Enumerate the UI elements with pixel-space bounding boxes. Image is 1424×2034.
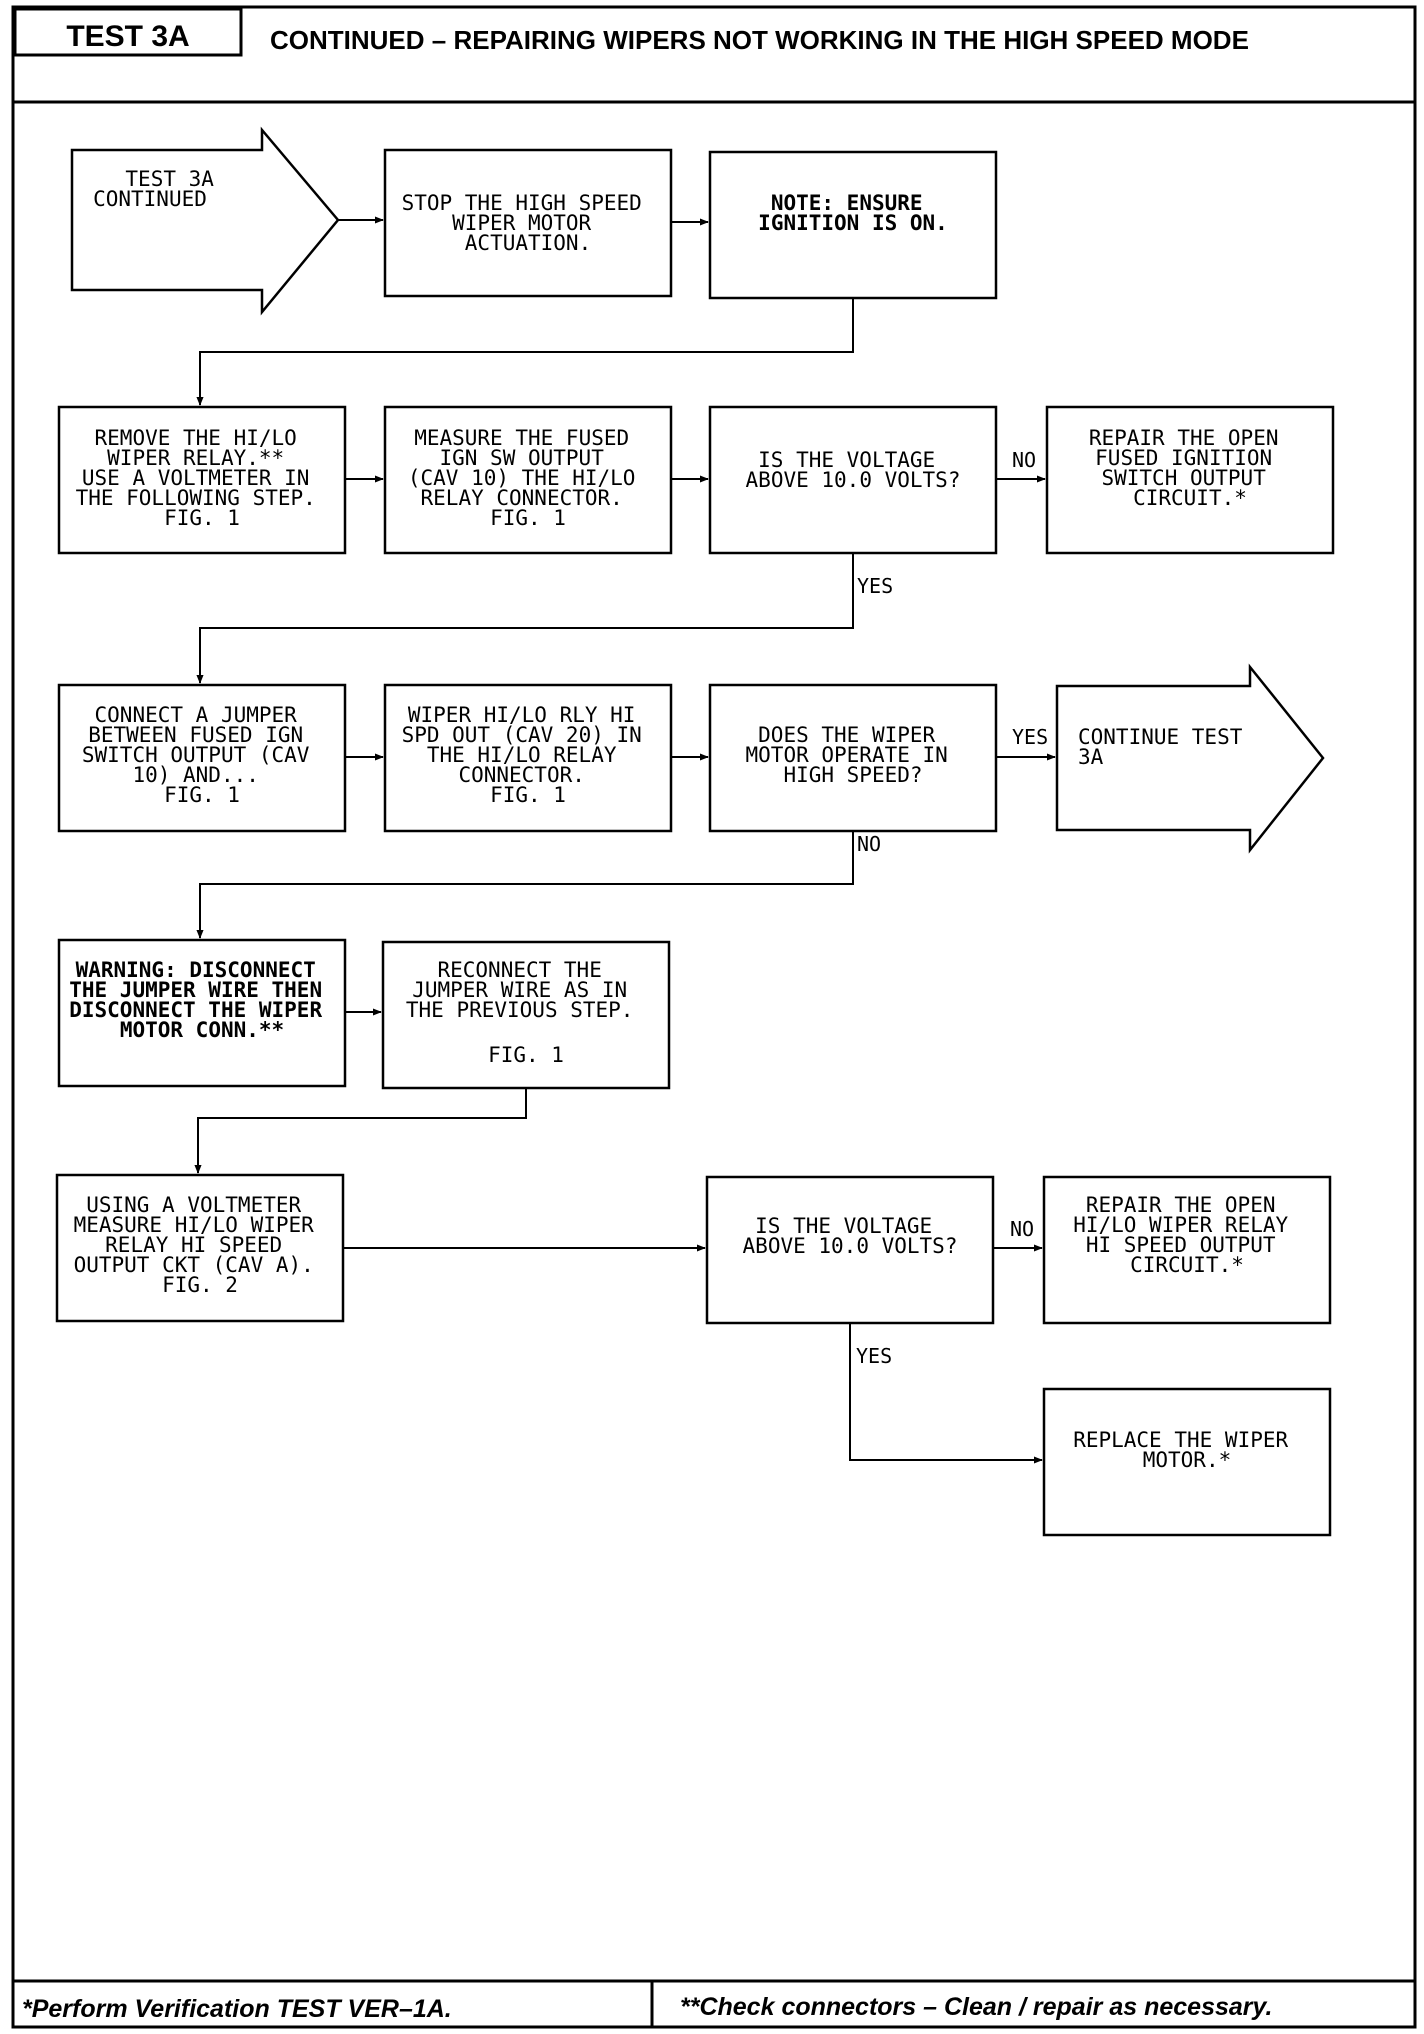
node-note-ignition: NOTE: ENSURE IGNITION IS ON.	[708, 150, 998, 300]
footer: *Perform Verification TEST VER–1A. **Che…	[13, 1979, 1415, 2027]
test-label: TEST 3A	[66, 20, 189, 53]
svg-text:IS THE VOLTAGE ABOVE 10.: IS THE VOLTAGE ABOVE 10.0 VOLTS?	[746, 448, 961, 492]
node-connect-jumper: CONNECT A JUMPER BETWEEN FUSED IGN SWITC…	[57, 683, 347, 833]
node-question-voltage-2: IS THE VOLTAGE ABOVE 10.0 VOLTS?	[705, 1175, 995, 1325]
svg-text:REPAIR THE OPEN HI/LO WI: REPAIR THE OPEN HI/LO WIPER RELAY HI SPE…	[1073, 1193, 1301, 1277]
label-yes-1: YES	[857, 574, 893, 598]
label-no-1: NO	[1012, 448, 1036, 472]
test-label-box	[13, 7, 243, 57]
svg-text:WARNING: DISCONNECT THE: WARNING: DISCONNECT THE JUMPER WIRE THEN…	[69, 958, 335, 1042]
svg-text:REPAIR THE OPEN FUSED IG: REPAIR THE OPEN FUSED IGNITION SWITCH OU…	[1089, 426, 1291, 510]
svg-text:RECONNECT THE JUMPER WIR: RECONNECT THE JUMPER WIRE AS IN THE PREV…	[406, 958, 646, 1067]
continue-test-arrow: CONTINUE TEST 3A	[1055, 663, 1325, 854]
node-question-motor: DOES THE WIPER MOTOR OPERATE IN HIGH SPE…	[708, 683, 998, 833]
header: TEST 3A CONTINUED – REPAIRING WIPERS NOT…	[13, 7, 1415, 104]
page-title: CONTINUED – REPAIRING WIPERS NOT WORKING…	[270, 25, 1249, 55]
svg-text:NOTE: ENSURE IGNITION IS: NOTE: ENSURE IGNITION IS ON.	[758, 191, 948, 235]
connector-no-to-warning	[196, 831, 854, 939]
node-stop-high-speed: STOP THE HIGH SPEED WIPER MOTOR ACTUATIO…	[383, 148, 673, 298]
svg-text:MEASURE THE FUSED IGN SW: MEASURE THE FUSED IGN SW OUTPUT (CAV 10)…	[408, 426, 648, 530]
label-no-2: NO	[857, 832, 881, 856]
label-yes-3: YES	[856, 1344, 892, 1368]
connectors	[194, 216, 1056, 1464]
node-replace-motor: REPLACE THE WIPER MOTOR.*	[1042, 1387, 1332, 1537]
node-question-voltage-1: IS THE VOLTAGE ABOVE 10.0 VOLTS?	[708, 405, 998, 555]
start-arrow-text: TEST 3A CONTINUED	[93, 167, 226, 211]
start-arrow: TEST 3A CONTINUED	[70, 126, 340, 316]
footer-note-connectors: **Check connectors – Clean / repair as n…	[680, 1993, 1272, 2021]
svg-text:CONNECT A JUMPER BETWEEN: CONNECT A JUMPER BETWEEN FUSED IGN SWITC…	[82, 703, 322, 807]
svg-text:DOES THE WIPER MOTOR OPE: DOES THE WIPER MOTOR OPERATE IN HIGH SPE…	[746, 723, 961, 787]
svg-text:REPLACE THE WIPER MOTOR.: REPLACE THE WIPER MOTOR.*	[1073, 1428, 1301, 1472]
node-remove-relay: REMOVE THE HI/LO WIPER RELAY.** USE A VO…	[57, 405, 347, 555]
svg-text:IS THE VOLTAGE ABOVE 10.: IS THE VOLTAGE ABOVE 10.0 VOLTS?	[743, 1214, 958, 1258]
svg-text:WIPER HI/LO RLY HI SPD O: WIPER HI/LO RLY HI SPD OUT (CAV 20) IN T…	[402, 703, 655, 807]
connector-note-to-remove	[196, 298, 854, 406]
connector-yes-to-replace-motor	[849, 1323, 1043, 1464]
svg-text:USING A VOLTMETER MEASUR: USING A VOLTMETER MEASURE HI/LO WIPER RE…	[74, 1193, 327, 1297]
svg-text:REMOVE THE HI/LO WIPER R: REMOVE THE HI/LO WIPER RELAY.** USE A VO…	[76, 426, 329, 530]
page-frame	[11, 5, 1417, 2029]
node-using-voltmeter: USING A VOLTMETER MEASURE HI/LO WIPER RE…	[55, 1173, 345, 1323]
label-yes-2: YES	[1012, 725, 1048, 749]
label-no-3: NO	[1010, 1217, 1034, 1241]
connector-reconnect-to-voltmeter	[194, 1088, 527, 1174]
node-warning: WARNING: DISCONNECT THE JUMPER WIRE THEN…	[57, 938, 347, 1088]
node-reconnect-jumper: RECONNECT THE JUMPER WIRE AS IN THE PREV…	[381, 940, 671, 1090]
node-wiper-relay-output: WIPER HI/LO RLY HI SPD OUT (CAV 20) IN T…	[383, 683, 673, 833]
svg-text:STOP THE HIGH SPEED WIPE: STOP THE HIGH SPEED WIPER MOTOR ACTUATIO…	[402, 191, 655, 255]
node-repair-fused: REPAIR THE OPEN FUSED IGNITION SWITCH OU…	[1045, 405, 1335, 555]
connector-yes-to-connect-jumper	[196, 553, 854, 684]
node-measure-fused: MEASURE THE FUSED IGN SW OUTPUT (CAV 10)…	[383, 405, 673, 555]
node-repair-relay: REPAIR THE OPEN HI/LO WIPER RELAY HI SPE…	[1042, 1175, 1332, 1325]
continue-test-text: CONTINUE TEST 3A	[1078, 725, 1255, 769]
footer-note-verification: *Perform Verification TEST VER–1A.	[22, 1995, 452, 2023]
